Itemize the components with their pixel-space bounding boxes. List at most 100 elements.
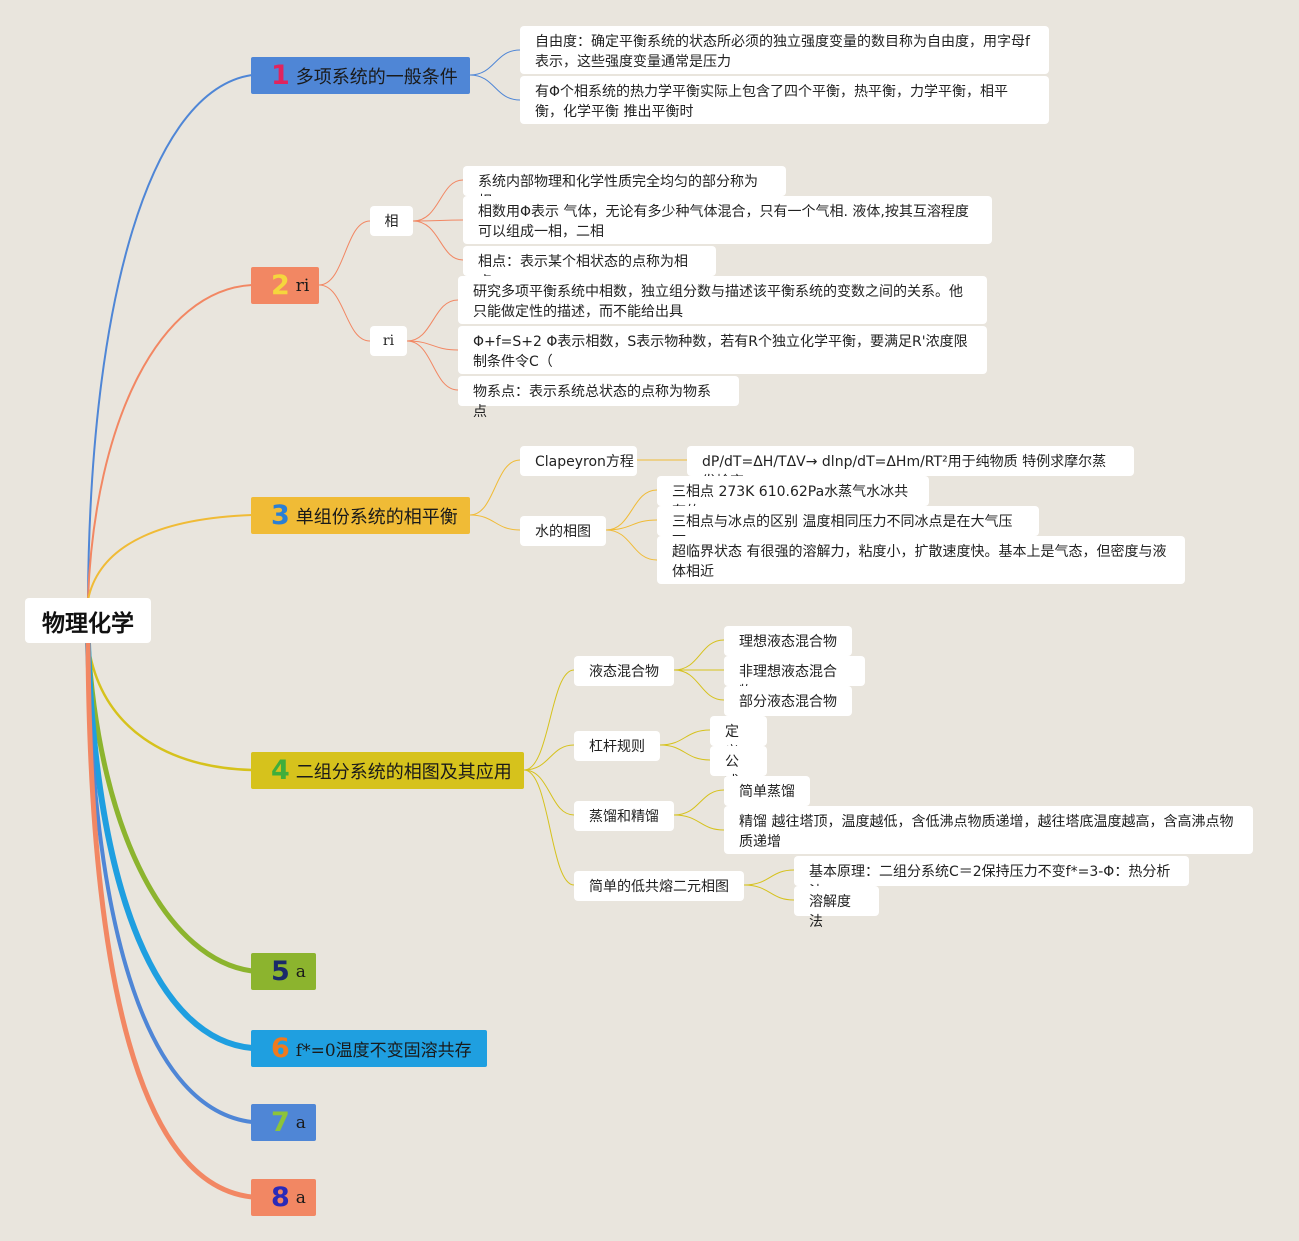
link-b4-s1 [523,669,575,771]
link-b3s2-l3 [605,529,658,561]
link-b2s2-l1 [406,299,459,342]
link-b4s2-l1 [659,729,711,746]
b2-subtopic-1-label: 相 [384,214,399,230]
b1-leaf-degree-of-freedom[interactable]: 自由度：确定平衡系统的状态所必须的独立强度变量的数目称为自由度，用字母f表示，这… [520,26,1049,74]
b1-leaf-1-text: 自由度：确定平衡系统的状态所必须的独立强度变量的数目称为自由度，用字母f表示，这… [535,34,1030,70]
b4-s3-leaf-2[interactable]: 精馏 越往塔顶，温度越低，含低沸点物质递增，越往塔底温度越高，含高沸点物质递增 [724,806,1253,854]
b2-s2-leaf-2-text: Φ+f=S+2 Φ表示相数，S表示物种数，若有R个独立化学平衡，要满足R'浓度限… [473,334,968,370]
b3-subtopic-clapeyron[interactable]: Clapeyron方程 [520,446,637,476]
b4-s4-leaf-2[interactable]: 溶解度法 [794,886,879,930]
link-b2s1-l3 [412,220,464,261]
b4-s3-leaf-1[interactable]: 简单蒸馏 [724,776,810,806]
b4-s4-leaf-2-text: 溶解度法 [809,894,851,930]
branch-number-8: 8 [271,1182,290,1213]
b2-subtopic-ri[interactable]: ri [370,326,407,356]
branch-3-label: 单组份系统的相平衡 [295,506,458,528]
b4-s1-leaf-1[interactable]: 理想液态混合物 [724,626,852,656]
link-b2-s1 [318,220,371,286]
branch-2-label: ri [295,275,310,296]
b3-subtopic-1-label: Clapeyron方程 [535,454,634,470]
link-b4s3-l2 [673,814,725,831]
link-b3-s1 [469,459,521,516]
link-b3s2-l2 [605,519,658,531]
b3-s2-leaf-3[interactable]: 超临界状态 有很强的溶解力，粘度小，扩散速度快。基本上是气态，但密度与液体相近 [657,536,1185,584]
b2-s2-leaf-1-text: 研究多项平衡系统中相数，独立组分数与描述该平衡系统的变数之间的关系。他只能做定性… [473,284,963,320]
link-b2s1-l1 [412,179,464,222]
link-root-b3 [87,514,253,601]
branch-number-7: 7 [271,1107,290,1138]
b4-subtopic-lever-rule[interactable]: 杠杆规则 [574,731,660,761]
b4-subtopic-distillation[interactable]: 蒸馏和精馏 [574,801,674,831]
link-b3-s2 [469,514,521,531]
b4-subtopic-4-label: 简单的低共熔二元相图 [589,879,729,895]
branch-1-topic[interactable]: 1 多项系统的一般条件 [251,57,470,94]
link-root-b7 [86,642,253,1124]
b1-leaf-equilibria[interactable]: 有Φ个相系统的热力学平衡实际上包含了四个平衡，热平衡，力学平衡，相平衡，化学平衡… [520,76,1049,124]
b2-s2-leaf-2[interactable]: Φ+f=S+2 Φ表示相数，S表示物种数，若有R个独立化学平衡，要满足R'浓度限… [458,326,987,374]
b3-s2-leaf-1[interactable]: 三相点 273K 610.62Pa水蒸气水冰共存的 [657,476,929,520]
link-root-b2 [87,284,253,599]
link-b4s4-l1 [743,869,795,886]
b3-subtopic-water-phase-diagram[interactable]: 水的相图 [520,516,606,546]
root-topic-label: 物理化学 [42,610,134,637]
branch-1-label: 多项系统的一般条件 [295,66,458,88]
b4-subtopic-liquid-mixture[interactable]: 液态混合物 [574,656,674,686]
b2-s1-leaf-2-text: 相数用Φ表示 气体，无论有多少种气体混合，只有一个气相. 液体,按其互溶程度可以… [478,204,969,240]
b4-s1-leaf-3[interactable]: 部分液态混合物 [724,686,852,716]
link-root-b5 [85,642,253,974]
b4-s2-leaf-2[interactable]: 公式 [710,746,767,790]
b4-subtopic-2-label: 杠杆规则 [589,739,645,755]
link-b4s4-l2 [743,884,795,901]
b3-s2-leaf-2[interactable]: 三相点与冰点的区别 温度相同压力不同冰点是在大气压下 [657,506,1039,550]
b2-subtopic-2-label: ri [382,333,395,349]
branch-number-1: 1 [271,60,290,91]
b2-s1-leaf-3[interactable]: 相点：表示某个相状态的点称为相点 [463,246,716,290]
link-b1-l1 [469,49,521,76]
branch-8-topic[interactable]: 8 a [251,1179,316,1216]
b4-subtopic-3-label: 蒸馏和精馏 [589,809,659,825]
b4-s1-leaf-1-text: 理想液态混合物 [739,634,837,650]
b4-subtopic-eutectic-diagram[interactable]: 简单的低共熔二元相图 [574,871,744,901]
b2-s2-leaf-3[interactable]: 物系点：表示系统总状态的点称为物系点 [458,376,739,420]
b4-s3-leaf-2-text: 精馏 越往塔顶，温度越低，含低沸点物质递增，越往塔底温度越高，含高沸点物质递增 [739,814,1234,850]
b3-s1-leaf-1[interactable]: dP/dT=ΔH/TΔV→ dlnp/dT=ΔHm/RT²用于纯物质 特例求摩尔… [687,446,1134,490]
branch-6-topic[interactable]: 6 f*=0温度不变固溶共存 [251,1030,487,1067]
link-b2s2-l2 [406,340,459,351]
b4-s3-leaf-1-text: 简单蒸馏 [739,784,795,800]
branch-number-5: 5 [271,956,290,987]
link-b2s2-l3 [406,340,459,391]
branch-number-4: 4 [271,755,290,786]
b4-subtopic-1-label: 液态混合物 [589,664,659,680]
branch-7-topic[interactable]: 7 a [251,1104,316,1141]
link-root-b8 [85,642,253,1200]
link-b1-l2 [469,74,521,101]
branch-2-topic[interactable]: 2 ri [251,267,319,304]
branch-5-topic[interactable]: 5 a [251,953,316,990]
b2-subtopic-phase[interactable]: 相 [370,206,413,236]
branch-4-topic[interactable]: 4 二组分系统的相图及其应用 [251,752,524,789]
branch-number-2: 2 [271,270,290,301]
branch-7-label: a [295,1112,306,1133]
link-b4s1-l3 [673,669,725,701]
b2-s2-leaf-3-text: 物系点：表示系统总状态的点称为物系点 [473,384,711,420]
branch-number-6: 6 [271,1033,290,1064]
b2-s2-leaf-1[interactable]: 研究多项平衡系统中相数，独立组分数与描述该平衡系统的变数之间的关系。他只能做定性… [458,276,987,324]
b4-s4-leaf-1[interactable]: 基本原理：二组分系统C＝2保持压力不变f*=3-Φ：热分析法 [794,856,1189,900]
branch-5-label: a [295,961,306,982]
link-b4s2-l2 [659,744,711,761]
b4-s2-leaf-1[interactable]: 定义 [710,716,767,760]
b4-s1-leaf-2[interactable]: 非理想液态混合物 [724,656,865,700]
link-root-b1 [87,74,253,599]
branch-3-topic[interactable]: 3 单组份系统的相平衡 [251,497,470,534]
link-b2s1-l2 [412,219,464,222]
branch-6-label: f*=0温度不变固溶共存 [295,1041,472,1061]
root-topic[interactable]: 物理化学 [25,598,151,643]
link-b4s1-l1 [673,639,725,671]
link-root-b4 [86,642,253,772]
b2-s1-leaf-2[interactable]: 相数用Φ表示 气体，无论有多少种气体混合，只有一个气相. 液体,按其互溶程度可以… [463,196,992,244]
link-b3s2-l1 [605,489,658,531]
link-b4s3-l1 [673,789,725,816]
